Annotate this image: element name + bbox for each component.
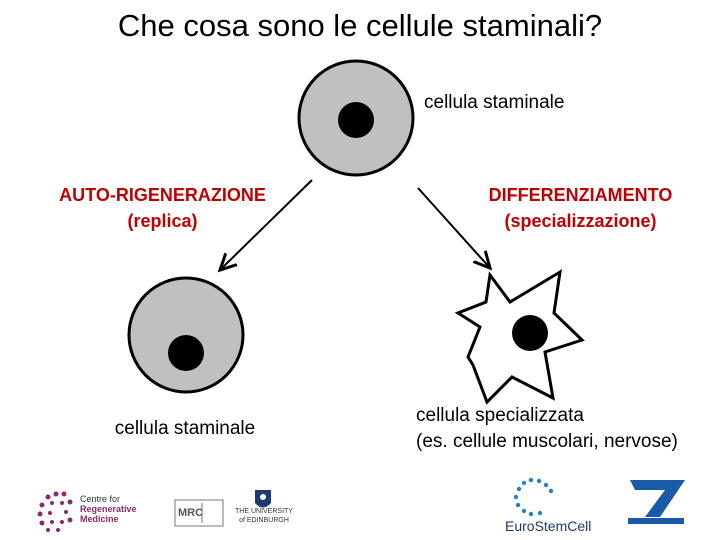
self-renewal-subtitle: (replica) bbox=[40, 208, 285, 234]
fp7-logo-icon bbox=[628, 480, 685, 524]
specialized-cell-label-line2: (es. cellule muscolari, nervose) bbox=[416, 429, 678, 455]
top-stem-cell bbox=[299, 61, 413, 175]
eurostemcell-logo-text: EuroStemCell bbox=[505, 518, 591, 534]
edinburgh-line1: THE UNIVERSITY bbox=[232, 507, 296, 516]
bottom-left-cell-label: cellula staminale bbox=[90, 418, 280, 440]
crm-logo-mark bbox=[38, 492, 73, 533]
edinburgh-logo-text: THE UNIVERSITY of EDINBURGH bbox=[232, 507, 296, 525]
crm-line1: Centre for bbox=[80, 494, 137, 504]
differentiation-subtitle: (specializzazione) bbox=[468, 208, 693, 234]
bottom-stem-cell bbox=[129, 278, 243, 392]
differentiation-title: DIFFERENZIAMENTO bbox=[468, 182, 693, 208]
edinburgh-line2: of EDINBURGH bbox=[232, 516, 296, 525]
eurostemcell-logo-mark bbox=[514, 478, 553, 516]
top-cell-label: cellula staminale bbox=[424, 92, 564, 114]
specialized-cell-label: cellula specializzata (es. cellule musco… bbox=[416, 403, 678, 455]
edinburgh-crest-icon bbox=[255, 490, 271, 508]
self-renewal-label: AUTO-RIGENERAZIONE (replica) bbox=[40, 182, 285, 234]
crm-line2: Regenerative bbox=[80, 504, 137, 514]
crm-line3: Medicine bbox=[80, 514, 137, 524]
specialized-cell-label-line1: cellula specializzata bbox=[416, 403, 678, 429]
mrc-logo-text: MRC bbox=[178, 507, 203, 519]
self-renewal-title: AUTO-RIGENERAZIONE bbox=[40, 182, 285, 208]
differentiation-label: DIFFERENZIAMENTO (specializzazione) bbox=[468, 182, 693, 234]
specialized-cell bbox=[458, 272, 582, 402]
crm-logo-text: Centre for Regenerative Medicine bbox=[80, 494, 137, 524]
